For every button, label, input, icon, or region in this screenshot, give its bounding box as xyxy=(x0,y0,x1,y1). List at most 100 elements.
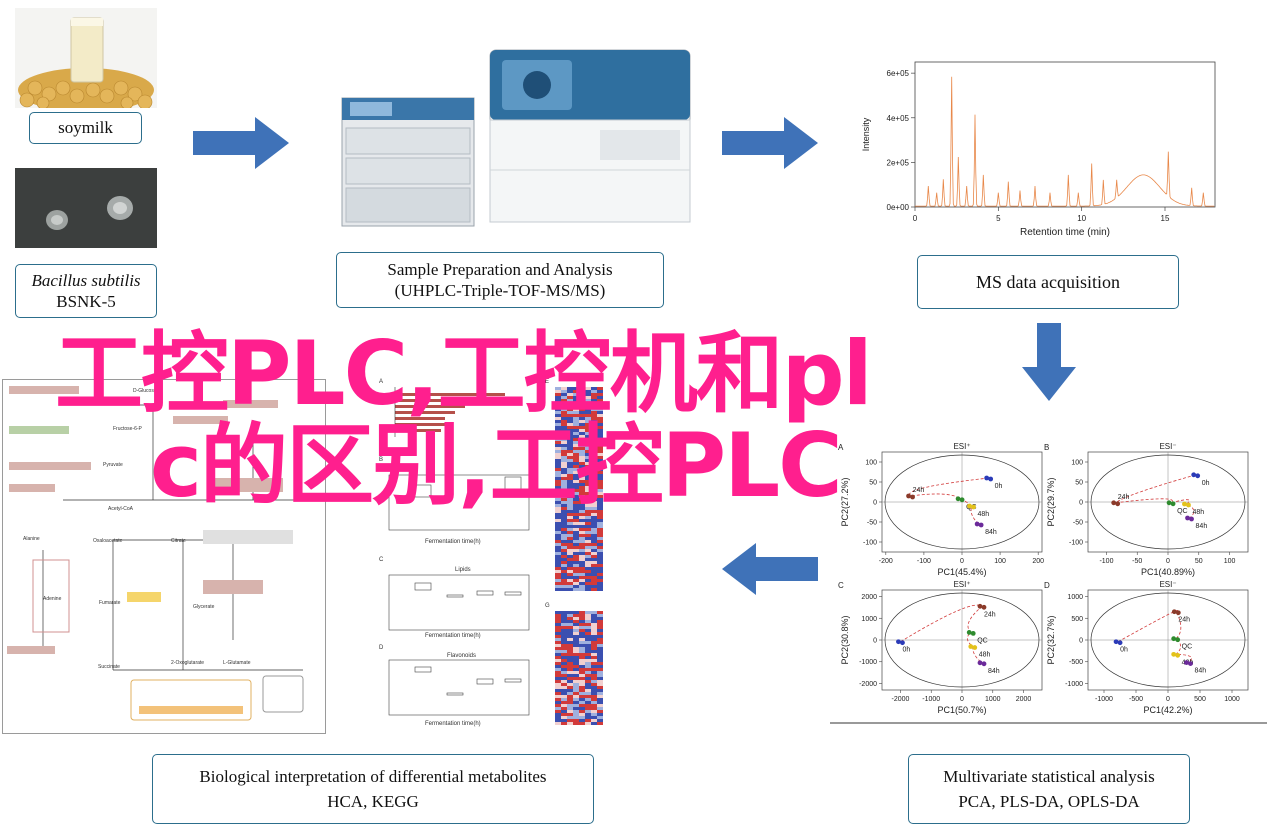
heatmap-cell xyxy=(579,665,585,668)
heatmap-cell xyxy=(597,402,603,405)
heatmap-cell xyxy=(585,659,591,662)
bacillus-species: Bacillus subtilis xyxy=(31,270,141,290)
heatmap-cell xyxy=(597,405,603,408)
heatmap-cell xyxy=(579,441,585,444)
heatmap-cell xyxy=(555,510,561,513)
heatmap-cell xyxy=(597,552,603,555)
heatmap-cell xyxy=(573,710,579,713)
heatmap-cell xyxy=(597,480,603,483)
heatmap-cell xyxy=(579,668,585,671)
heatmap-cell xyxy=(579,647,585,650)
heatmap-cell xyxy=(585,441,591,444)
heatmap-cell xyxy=(561,564,567,567)
heatmap-cell xyxy=(579,465,585,468)
heatmap-cell xyxy=(585,429,591,432)
y-tick-label: 0e+00 xyxy=(887,203,910,212)
pca-group-label: QC xyxy=(1182,644,1193,651)
heatmap-cell xyxy=(591,450,597,453)
heatmap-cell xyxy=(591,462,597,465)
heatmap-cell xyxy=(561,411,567,414)
x-tick-label: 0 xyxy=(960,558,964,565)
heatmap-cell xyxy=(591,564,597,567)
heatmap-cell xyxy=(585,635,591,638)
heatmap-cell xyxy=(555,543,561,546)
heatmap-cell xyxy=(597,653,603,656)
heatmap-cell xyxy=(561,701,567,704)
heatmap-cell xyxy=(573,668,579,671)
heatmap-cell xyxy=(591,689,597,692)
heatmap-cell xyxy=(567,429,573,432)
heatmap-cell xyxy=(567,393,573,396)
heatmap-cell xyxy=(561,686,567,689)
heatmap-cell xyxy=(597,471,603,474)
heatmap-cell xyxy=(579,435,585,438)
heatmap-cell xyxy=(597,638,603,641)
heatmap-cell xyxy=(579,393,585,396)
heatmap-cell xyxy=(597,617,603,620)
y-tick-label: 100 xyxy=(865,460,877,467)
heatmap-cell xyxy=(591,641,597,644)
heatmap-cell xyxy=(555,474,561,477)
heatmap-cell xyxy=(585,573,591,576)
heatmap-cell xyxy=(555,414,561,417)
heatmap-cell xyxy=(555,465,561,468)
heatmap-cell xyxy=(567,698,573,701)
heatmap-cell xyxy=(567,519,573,522)
heatmap-cell xyxy=(573,531,579,534)
heatmap-cell xyxy=(573,564,579,567)
heatmap-cell xyxy=(591,465,597,468)
svg-text:Acetyl-CoA: Acetyl-CoA xyxy=(108,506,134,512)
heatmap-cell xyxy=(579,438,585,441)
heatmap-cell xyxy=(561,426,567,429)
confidence-ellipse xyxy=(1090,592,1246,688)
y-tick-label: -2000 xyxy=(859,681,877,688)
heatmap-cell xyxy=(555,582,561,585)
heatmap-cell xyxy=(555,429,561,432)
heatmap-cell xyxy=(567,471,573,474)
heatmap-cell xyxy=(579,543,585,546)
heatmap-cell xyxy=(555,719,561,722)
heatmap-cell xyxy=(585,629,591,632)
heatmap-cell xyxy=(561,537,567,540)
heatmap-cell xyxy=(555,459,561,462)
heatmap-cell xyxy=(573,393,579,396)
heatmap-cell xyxy=(573,486,579,489)
heatmap-cell xyxy=(567,716,573,719)
heatmap-cell xyxy=(561,617,567,620)
heatmap-cell xyxy=(597,462,603,465)
y-axis-label: PC2(27.2%) xyxy=(840,477,850,526)
heatmap-cell xyxy=(567,441,573,444)
heatmap-cell xyxy=(597,390,603,393)
heatmap-cell xyxy=(591,647,597,650)
heatmap-cell xyxy=(585,480,591,483)
pca-point xyxy=(968,644,974,649)
pca-point xyxy=(1170,501,1176,507)
heatmap-cell xyxy=(579,525,585,528)
heatmap-cell xyxy=(555,677,561,680)
heatmap-cell xyxy=(555,393,561,396)
heatmap-cell xyxy=(591,638,597,641)
heatmap-cell xyxy=(567,659,573,662)
heatmap-cell xyxy=(585,614,591,617)
heatmap-cell xyxy=(579,650,585,653)
heatmap-cell xyxy=(597,546,603,549)
heatmap-cell xyxy=(597,576,603,579)
heatmap-cell xyxy=(585,396,591,399)
heatmap-cell xyxy=(591,677,597,680)
svg-text:Oxaloacetate: Oxaloacetate xyxy=(93,538,123,544)
heatmap-cell xyxy=(555,653,561,656)
heatmap-cell xyxy=(591,561,597,564)
heatmap-cell xyxy=(561,570,567,573)
heatmap-cell xyxy=(567,489,573,492)
heatmap-cell xyxy=(555,704,561,707)
heatmap-cell xyxy=(573,525,579,528)
heatmap-cell xyxy=(585,641,591,644)
heatmap-cell xyxy=(567,417,573,420)
heatmap-cell xyxy=(561,555,567,558)
heatmap-cell xyxy=(597,399,603,402)
heatmap-cell xyxy=(579,555,585,558)
heatmap-cell xyxy=(555,623,561,626)
heatmap-cell xyxy=(579,623,585,626)
heatmap-cell xyxy=(561,441,567,444)
heatmap-cell xyxy=(579,626,585,629)
